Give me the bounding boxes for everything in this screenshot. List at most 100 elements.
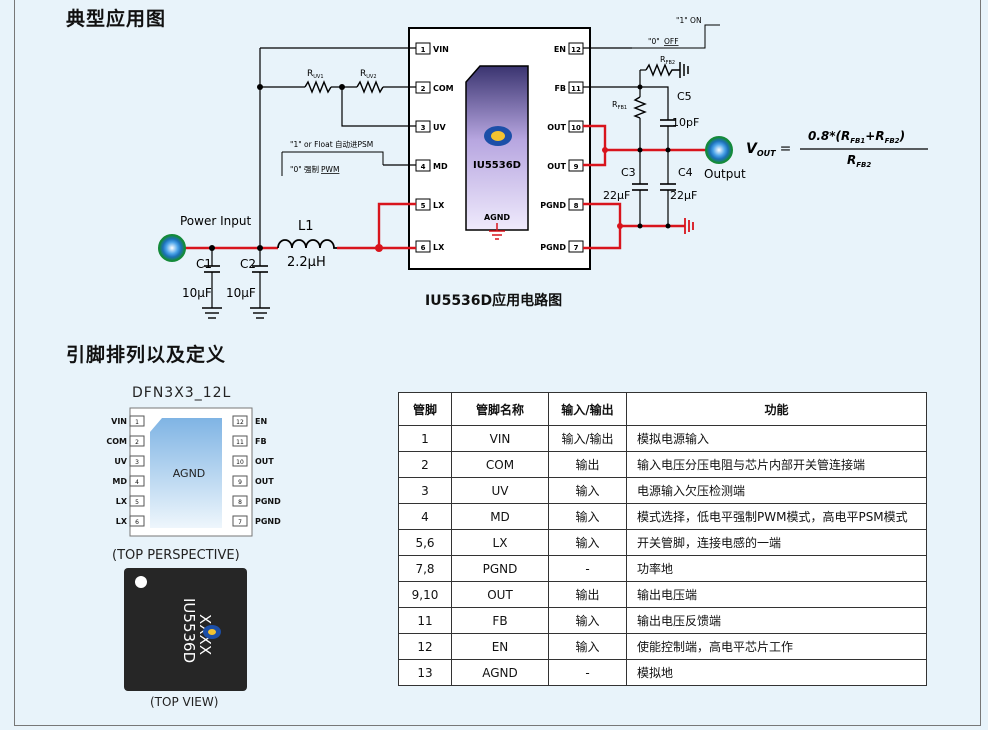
junction-dot-pgnd — [617, 223, 623, 229]
c2-ground-icon — [250, 307, 270, 319]
svg-text:IU5536D: IU5536D — [180, 598, 198, 663]
top-view-label: (TOP VIEW) — [150, 695, 219, 709]
vout-label: VOUT= — [746, 141, 791, 158]
svg-text:FB: FB — [255, 437, 267, 446]
cell-pin: 4 — [398, 503, 452, 530]
table-row: 1 VIN 输入/输出 模拟电源输入 — [398, 425, 927, 452]
ruv1-label: RUV1 — [307, 69, 324, 80]
header-function: 功能 — [626, 392, 927, 426]
header-pin: 管脚 — [398, 392, 452, 426]
cell-pin: 7,8 — [398, 555, 452, 582]
cell-func: 电源输入欠压检测端 — [626, 477, 927, 504]
pin-num-11: 11 — [571, 85, 581, 93]
svg-text:4: 4 — [135, 479, 139, 486]
pin-name-11: FB — [554, 84, 566, 93]
cell-pin: 11 — [398, 607, 452, 634]
cell-func: 输出电压端 — [626, 581, 927, 608]
c4-label: C4 — [678, 166, 693, 179]
cell-pin: 1 — [398, 425, 452, 452]
cell-func: 开关管脚，连接电感的一端 — [626, 529, 927, 556]
svg-text:VIN: VIN — [111, 417, 127, 426]
cell-io: 输出 — [548, 581, 627, 608]
resistor-rfb2 — [645, 63, 680, 77]
pin-definition-table: 管脚 管脚名称 输入/输出 功能 1 VIN 输入/输出 模拟电源输入 2 CO… — [398, 392, 927, 686]
power-input-label: Power Input — [180, 214, 251, 228]
cell-func: 模拟地 — [626, 659, 927, 686]
svg-text:OUT: OUT — [255, 477, 274, 486]
table-header-row: 管脚 管脚名称 输入/输出 功能 — [398, 392, 927, 426]
resistor-ruv2 — [356, 80, 384, 94]
cell-name: COM — [451, 451, 549, 478]
package-top-view-chip — [124, 568, 247, 691]
svg-text:3: 3 — [135, 459, 139, 466]
pin-num-2: 2 — [421, 85, 426, 93]
package-drawing: AGND 1 VIN 2 COM 3 UV 4 MD 5 LX 6 LX 12 … — [106, 407, 281, 691]
package-agnd-pad — [150, 418, 222, 528]
svg-text:LX: LX — [116, 497, 128, 506]
package-logo-icon — [203, 625, 221, 639]
md-pwm-label: PWM — [321, 165, 339, 174]
svg-text:OUT: OUT — [255, 457, 274, 466]
resistor-ruv1 — [304, 80, 332, 94]
pin-box-6 — [415, 240, 431, 253]
cell-pin: 13 — [398, 659, 452, 686]
pin-num-6: 6 — [421, 244, 426, 252]
chip-right-pins: 12 EN 11 FB 10 OUT 9 OUT 8 PGND 7 PGND — [540, 42, 584, 253]
en-select-lines — [632, 24, 720, 49]
c2-label: C2 — [240, 257, 256, 271]
cell-name: FB — [451, 607, 549, 634]
cell-pin: 2 — [398, 451, 452, 478]
section-title-typical-application: 典型应用图 — [66, 8, 167, 30]
pin-name-5: LX — [433, 201, 445, 210]
cell-io: 输入 — [548, 477, 627, 504]
pin-num-8: 8 — [574, 202, 579, 210]
junction-dot-com — [339, 84, 345, 90]
cell-io: - — [548, 555, 627, 582]
svg-text:12: 12 — [236, 419, 244, 426]
svg-text:2: 2 — [135, 439, 139, 446]
en-off-quote: "0" — [648, 37, 660, 46]
c3-label: C3 — [621, 166, 636, 179]
pin-name-7: PGND — [540, 243, 566, 252]
svg-text:LX: LX — [116, 517, 128, 526]
cell-io: 输入 — [548, 503, 627, 530]
pin1-marker-dot — [135, 576, 147, 588]
rfb1-label: RFB1 — [612, 100, 627, 111]
pin-num-4: 4 — [421, 163, 426, 171]
table-row: 2 COM 输出 输入电压分压电阻与芯片内部开关管连接端 — [398, 451, 927, 478]
junction-dot-vin — [257, 84, 263, 90]
table-row: 11 FB 输入 输出电压反馈端 — [398, 607, 927, 634]
cell-name: VIN — [451, 425, 549, 452]
pin-num-3: 3 — [421, 124, 426, 132]
junction-dot-c2 — [257, 245, 263, 251]
pin-name-3: UV — [433, 123, 446, 132]
md-force-label: "0" 强制 — [290, 164, 319, 174]
junction-dot-c3-gnd — [637, 223, 643, 229]
pin-name-1: VIN — [433, 45, 449, 54]
cell-pin: 12 — [398, 633, 452, 660]
pin-box-7 — [568, 240, 584, 253]
resistor-rfb1 — [633, 96, 647, 119]
application-circuit-diagram: IU5536D AGND 1 VIN 2 COM 3 UV 4 MD 5 LX … — [158, 16, 928, 319]
pin-name-4: MD — [433, 162, 448, 171]
formula-denominator: RFB2 — [847, 153, 871, 169]
capacitor-c1 — [204, 265, 220, 273]
pin-num-1: 1 — [421, 46, 426, 54]
svg-text:5: 5 — [135, 499, 139, 506]
md-select-lines — [281, 151, 384, 176]
cell-pin: 9,10 — [398, 581, 452, 608]
junction-dot-lx — [375, 244, 383, 252]
svg-text:COM: COM — [106, 437, 127, 446]
output-label: Output — [704, 167, 746, 181]
pin-num-7: 7 — [574, 244, 579, 252]
c5-label: C5 — [677, 90, 692, 103]
output-terminal-icon — [705, 136, 733, 164]
cell-name: UV — [451, 477, 549, 504]
cell-name: MD — [451, 503, 549, 530]
svg-text:EN: EN — [255, 417, 267, 426]
l1-value: 2.2µH — [287, 255, 326, 270]
header-io: 输入/输出 — [548, 392, 627, 426]
black-wires — [211, 47, 669, 308]
junction-dot-fb — [637, 84, 643, 90]
c2-value: 10µF — [226, 286, 256, 300]
